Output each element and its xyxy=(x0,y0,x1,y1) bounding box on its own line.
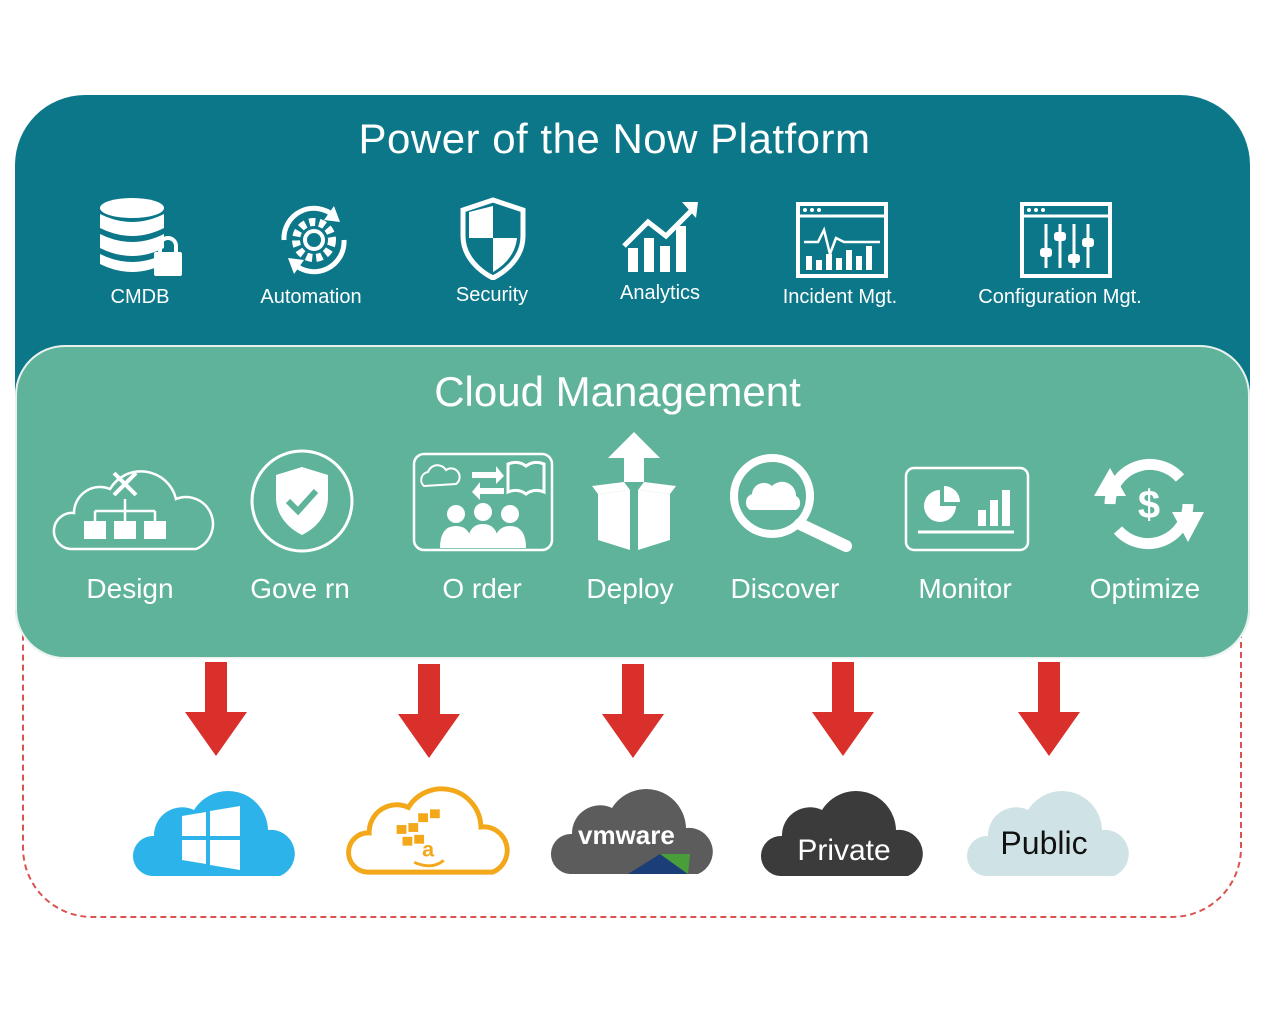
down-arrow-icon xyxy=(812,662,874,756)
deployment-targets-frame xyxy=(22,560,1242,918)
platform-item-configuration-mgt: Configuration Mgt. xyxy=(978,286,1142,308)
down-arrow-icon xyxy=(602,664,664,758)
public-cloud: Public xyxy=(966,791,1129,876)
platform-item-incident-mgt: Incident Mgt. xyxy=(782,286,898,308)
public-label: Public xyxy=(1000,825,1087,861)
platform-item-security: Security xyxy=(455,284,529,306)
gear-cycle-icon xyxy=(281,205,347,275)
cloud-hierarchy-tools-icon xyxy=(52,470,215,551)
box-up-arrow-icon xyxy=(592,432,676,550)
bar-chart-trend-icon xyxy=(622,202,698,272)
cloud-item-discover: Discover xyxy=(730,573,840,604)
dashboard-window-icon xyxy=(904,466,1030,552)
cloud-item-design: Design xyxy=(86,573,174,604)
amazon-logo-icon: a xyxy=(396,809,445,868)
cloud-item-order: O rder xyxy=(442,573,522,604)
private-label: Private xyxy=(797,834,890,867)
cloud-item-govern: Gove rn xyxy=(250,573,350,604)
dollar-cycle-icon: $ xyxy=(1094,458,1204,550)
windows-logo-icon xyxy=(182,806,240,870)
platform-item-cmdb: CMDB xyxy=(110,286,170,308)
svg-text:$: $ xyxy=(1138,483,1160,527)
database-lock-icon xyxy=(100,198,182,276)
shield-icon xyxy=(460,197,526,280)
private-cloud: Private xyxy=(760,791,923,876)
magnifier-cloud-icon xyxy=(730,454,852,552)
aws-cloud: a xyxy=(346,786,510,875)
down-arrow-icon xyxy=(185,662,247,756)
sliders-window-icon xyxy=(1020,202,1112,278)
vmware-label: vmware xyxy=(578,820,675,850)
down-arrow-icon xyxy=(398,664,460,758)
platform-item-automation: Automation xyxy=(260,286,362,308)
cloud-item-optimize: Optimize xyxy=(1089,573,1201,604)
vmware-cloud: vmware xyxy=(550,789,713,874)
cloud-management-panel xyxy=(15,345,1250,659)
down-arrow-icon xyxy=(1018,662,1080,756)
platform-title: Power of the Now Platform xyxy=(358,115,871,162)
windows-cloud xyxy=(132,791,295,876)
cloud-item-deploy: Deploy xyxy=(586,573,674,604)
pulse-window-icon xyxy=(796,202,888,278)
shield-check-icon xyxy=(250,449,354,553)
platform-item-analytics: Analytics xyxy=(619,282,701,304)
cloud-management-title: Cloud Management xyxy=(434,368,801,415)
people-catalog-icon xyxy=(412,452,554,552)
svg-text:a: a xyxy=(422,836,435,861)
cloud-item-monitor: Monitor xyxy=(918,573,1012,604)
